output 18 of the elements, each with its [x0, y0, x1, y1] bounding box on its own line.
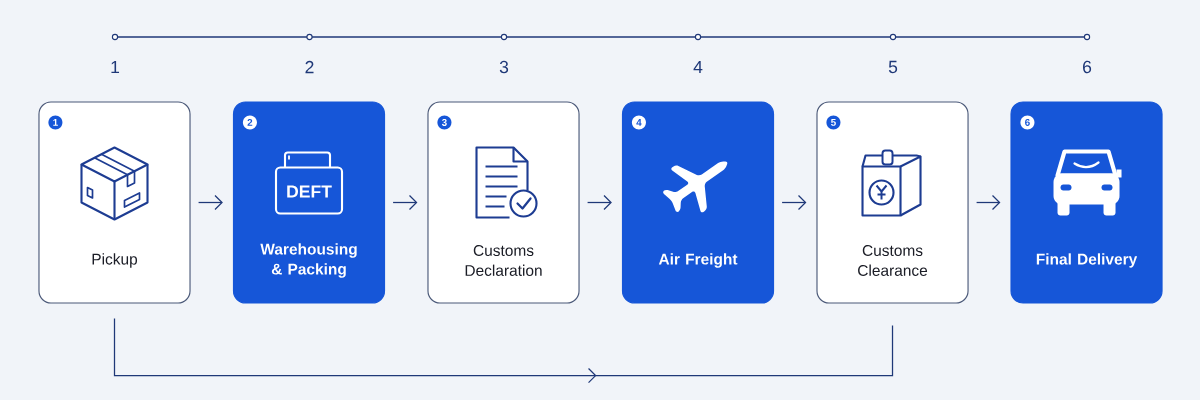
number-badge: 5 [826, 115, 841, 130]
step-number: 6 [1083, 60, 1092, 74]
number-badge: 6 [1020, 115, 1035, 130]
number-badge: 4 [631, 115, 646, 130]
step-number: 3 [499, 60, 509, 74]
arrow [197, 194, 223, 211]
arrow [781, 194, 807, 211]
arrow [392, 194, 418, 211]
number-badge: 3 [437, 115, 452, 130]
number-badge: 1 [48, 115, 63, 130]
step-number: 4 [693, 60, 703, 74]
step-number: 2 [305, 60, 314, 74]
arrow [586, 194, 612, 211]
number-badge: 2 [242, 115, 257, 130]
icon-text: DEFT [287, 185, 332, 198]
arrow [975, 194, 1001, 211]
step-number: 5 [888, 60, 898, 74]
step-number: 1 [111, 60, 119, 74]
